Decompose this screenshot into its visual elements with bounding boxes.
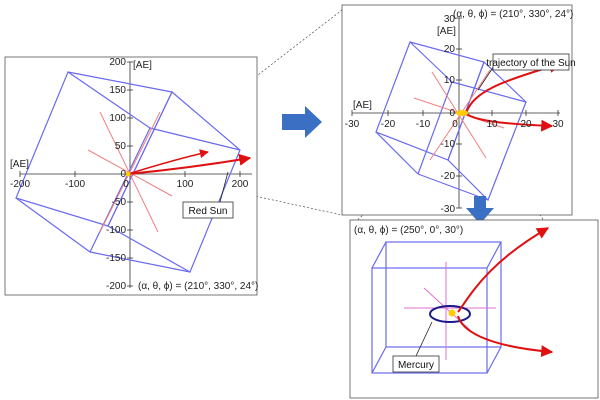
cube-face-front <box>371 267 488 374</box>
panel-top-right: [AE] [AE] (α, θ, ϕ) = (210°, 330°, 24°) … <box>341 4 576 216</box>
sun-marker <box>448 309 456 317</box>
panel-bottom-right-cube <box>371 241 502 374</box>
x-tick-label: -200 <box>10 179 30 190</box>
x-tick-label: 100 <box>177 179 194 190</box>
down-arrow-icon <box>466 196 494 224</box>
panel-left-trajectory <box>125 149 252 177</box>
cube-edge <box>15 197 91 253</box>
x-tick-label: 200 <box>232 179 249 190</box>
panel-top-right-cube <box>375 41 527 202</box>
red-sun-callout-label: Red Sun <box>189 206 228 217</box>
x-tick-label: -10 <box>416 119 431 130</box>
panel-left-frame <box>4 56 258 296</box>
y-tick-label: -30 <box>441 204 456 215</box>
x-tick-label: 20 <box>520 119 532 130</box>
panel-top-right-unit-x: [AE] <box>353 100 372 111</box>
mercury-leader <box>415 321 433 357</box>
x-tick-label: 0 <box>452 119 458 130</box>
trajectory-branch-lower <box>127 149 209 175</box>
mercury-orbit <box>429 305 471 323</box>
cube-face-back <box>385 241 502 348</box>
trajectory-branch-lower <box>465 112 554 132</box>
y-tick-label: 150 <box>109 85 126 96</box>
x-tick-label: -20 <box>381 119 396 130</box>
y-tick-label: 0 <box>449 108 455 119</box>
y-tick-label: -50 <box>112 197 127 208</box>
spoke-line <box>99 111 161 233</box>
x-tick-label: 10 <box>486 119 498 130</box>
cube-edge <box>375 131 419 175</box>
cube-edge <box>67 71 151 129</box>
y-tick-label: -100 <box>106 225 126 236</box>
right-arrow-icon <box>282 106 322 138</box>
panel-bottom-right-frame <box>349 219 599 399</box>
trajectory-branch-upper <box>127 153 252 175</box>
y-tick-label: 0 <box>120 169 126 180</box>
panel-left-x-tick-labels: -200 -100 0 100 200 <box>10 179 249 190</box>
mercury-callout-box <box>392 355 440 373</box>
cube-edge <box>89 251 191 273</box>
panel-left-params: (α, θ, ϕ) = (210°, 330°, 24°) <box>138 281 258 292</box>
cube-edge <box>371 346 387 374</box>
y-tick-label: -200 <box>106 281 126 292</box>
panel-top-right-x-tick-labels: -30 -20 -10 0 10 20 30 <box>345 119 564 130</box>
panel-left-unit-x: [AE] <box>10 159 29 170</box>
y-tick-label: 10 <box>444 75 456 86</box>
trajectory-callout-box <box>492 53 570 71</box>
cube-edge <box>417 81 453 175</box>
x-tick-label: 30 <box>552 119 564 130</box>
trajectory-branch-lower <box>457 315 554 358</box>
cube-edge <box>417 173 489 201</box>
x-tick-label: 0 <box>123 179 129 190</box>
cube-edge <box>486 346 502 374</box>
cube-edge <box>451 81 527 103</box>
panel-top-right-frame <box>341 4 573 216</box>
panel-top-right-y-tick-labels: 30 20 10 0 -10 -20 -30 <box>441 14 456 215</box>
panel-left-unit-y: [AE] <box>133 60 152 71</box>
panel-top-right-unit-y: [AE] <box>437 26 456 37</box>
x-tick-label: -30 <box>345 119 360 130</box>
y-tick-label: -150 <box>106 253 126 264</box>
y-tick-label: 20 <box>444 44 456 55</box>
panel-left-y-tick-labels: 200 150 100 50 0 -50 -100 -150 -200 <box>106 57 126 292</box>
trajectory-branch-upper <box>457 227 550 313</box>
trajectory-callout-label: trajectory of the Sun <box>486 58 576 69</box>
panel-top-right-params: (α, θ, ϕ) = (210°, 330°, 24°) <box>453 9 573 20</box>
cube-edge <box>409 41 453 83</box>
y-tick-label: 200 <box>109 57 126 68</box>
y-tick-label: -10 <box>441 139 456 150</box>
y-tick-label: 50 <box>115 141 127 152</box>
x-tick-label: -100 <box>65 179 85 190</box>
panel-bottom-right-params: (α, θ, ϕ) = (250°, 0°, 30°) <box>354 225 463 236</box>
y-tick-label: -20 <box>441 171 456 182</box>
red-sun-callout-box <box>182 201 234 219</box>
red-sun-leader <box>219 171 229 203</box>
panel-bottom-right: (α, θ, ϕ) = (250°, 0°, 30°) Mercury <box>349 219 599 399</box>
trajectory-leader <box>477 65 495 91</box>
cube-edge <box>371 241 387 269</box>
y-tick-label: 30 <box>444 14 456 25</box>
sun-marker <box>456 110 468 116</box>
cube-edge <box>149 127 241 151</box>
panel-left: [AE] [AE] -200 -100 0 100 200 200 150 10… <box>4 56 258 296</box>
sun-marker <box>125 171 131 177</box>
y-tick-label: 100 <box>109 113 126 124</box>
cube-edge <box>486 241 502 269</box>
mercury-callout-label: Mercury <box>398 360 434 371</box>
